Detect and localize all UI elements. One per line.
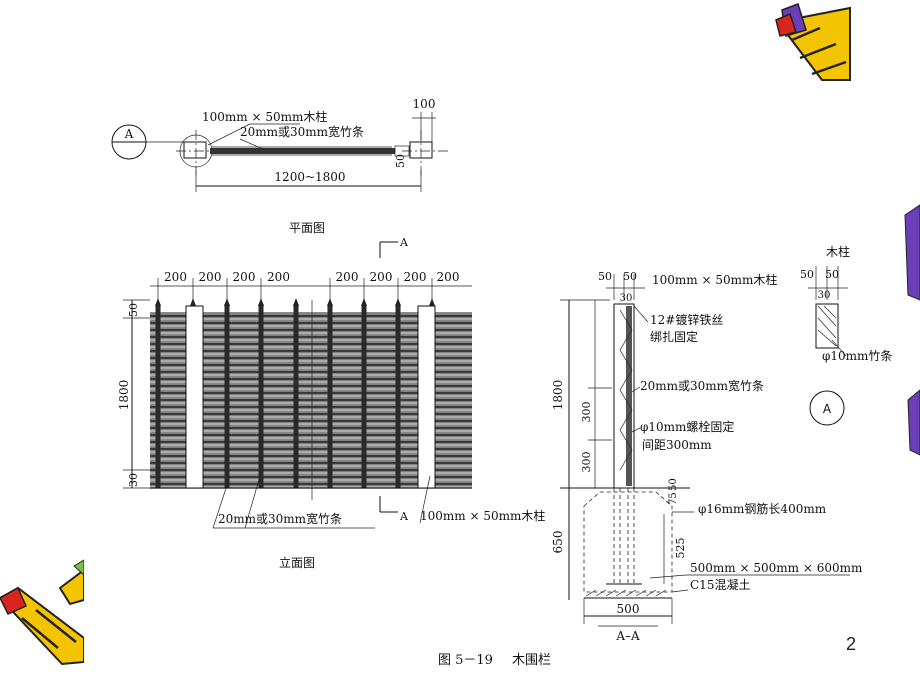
plan-side-dim: 50 [394, 154, 407, 168]
plan-top-dim: 100 [413, 97, 436, 111]
section-footing-callout-1: 500mm × 500mm × 600mm [690, 561, 863, 575]
section-spacing-dim-1: 300 [580, 402, 593, 423]
elevation-top-dim: 50 [127, 303, 140, 317]
figure-caption-number: 图 5－19 [438, 653, 493, 668]
vertical-bamboo-strip [327, 304, 333, 488]
detail-bamboo-callout: φ10mm竹条 [822, 349, 892, 363]
detail-title: 木柱 [826, 244, 850, 259]
post-detail-view: 木柱 50 50 30 φ10mm竹条 A [800, 244, 892, 426]
vertical-bamboo-strip [361, 304, 367, 488]
section-height-dim: 1800 [551, 380, 565, 411]
elevation-section-mark-bottom: A [399, 510, 409, 523]
strip-top [155, 298, 161, 306]
elevation-label: 立面图 [279, 555, 315, 570]
detail-dim-right: 50 [825, 268, 839, 281]
elevation-post-left [185, 305, 204, 489]
section-marker-letter: A [124, 127, 134, 141]
strip-top [190, 298, 196, 306]
section-strip-callout: 20mm或30mm宽竹条 [640, 378, 764, 393]
elevation-post-right [417, 305, 436, 489]
plan-post-callout: 100mm × 50mm木柱 [202, 109, 327, 124]
section-footing-outline [583, 491, 673, 593]
strip-top [361, 298, 367, 306]
plan-bamboo-strips [210, 148, 395, 154]
elevation-spacing-dim: 200 [336, 270, 359, 284]
elevation-spacing-dim: 200 [199, 270, 222, 284]
elevation-section-mark-top: A [399, 236, 409, 249]
plan-label: 平面图 [289, 221, 325, 235]
strip-top [293, 298, 299, 306]
elevation-spacing-dims: 200 200 200 200 200 200 200 200 [157, 270, 460, 300]
elevation-strip-callout: 20mm或30mm宽竹条 [218, 511, 342, 526]
section-rebar-callout: φ16mm钢筋长400mm [698, 501, 827, 516]
vertical-bamboo-strip [293, 304, 299, 488]
strip-top [327, 298, 333, 306]
image-mask [84, 555, 864, 690]
elevation-spacing-dim: 200 [267, 270, 290, 284]
vertical-bamboo-strip [155, 304, 161, 488]
vertical-bamboo-strip [224, 304, 230, 488]
elevation-spacing-dim: 200 [404, 270, 427, 284]
pencil-decoration-bottom-left [0, 559, 85, 666]
section-wire-callout-2: 绑扎固定 [650, 329, 698, 344]
detail-post-section [815, 303, 839, 349]
detail-dim-left: 50 [800, 268, 814, 281]
elevation-spacing-dim: 200 [233, 270, 256, 284]
elevation-bottom-dim: 30 [127, 473, 140, 487]
section-bamboo-strip [626, 306, 632, 486]
section-top-dim-left: 50 [598, 270, 612, 283]
plan-span-dim: 1200~1800 [274, 170, 345, 184]
section-top-inner-dim: 30 [620, 293, 633, 304]
section-rebar-dim-1: 75 [668, 492, 679, 505]
pencil-decoration-top-right [775, 3, 851, 81]
section-footing-depth-dim: 650 [551, 531, 565, 554]
section-post-callout: 100mm × 50mm木柱 [652, 272, 777, 287]
figure-caption: 图 5－19 木围栏 [438, 653, 551, 668]
pencil-decoration-right-edge [904, 204, 920, 456]
detail-marker-circle [809, 390, 845, 426]
elevation-spacing-dim: 200 [164, 270, 187, 284]
detail-marker: A [823, 402, 832, 416]
strip-top [395, 298, 401, 306]
section-view: 50 50 30 100mm × 50mm木柱 12#镀锌铁丝 绑扎固定 20m… [551, 270, 863, 643]
figure-caption-title: 木围栏 [512, 653, 551, 668]
section-rebar-dim-2: 50 [668, 478, 679, 491]
section-top-dim-right: 50 [623, 270, 637, 283]
section-wire-callout-1: 12#镀锌铁丝 [650, 313, 723, 327]
section-footing-callout-2: C15混凝土 [690, 577, 750, 592]
strip-top [258, 298, 264, 306]
strip-top [224, 298, 230, 306]
elevation-spacing-dim: 200 [437, 270, 460, 284]
section-bolt-callout-2: 间距300mm [642, 438, 712, 452]
section-spacing-dim-2: 300 [580, 452, 593, 473]
section-embed-dim: 525 [674, 538, 687, 559]
vertical-bamboo-strip [395, 304, 401, 488]
plan-post-left [183, 141, 207, 159]
slide-number: 2 [846, 634, 857, 654]
detail-inner-dim: 30 [818, 290, 831, 301]
elevation-post-callout: 100mm × 50mm木柱 [420, 508, 545, 523]
vertical-bamboo-strip [258, 304, 264, 488]
elevation-height-dim: 1800 [117, 380, 131, 411]
section-label: A–A [615, 629, 640, 643]
plan-view: A 100mm × 50mm木柱 20mm或30mm宽竹条 1200~1800 … [111, 97, 450, 235]
plan-strip-callout: 20mm或30mm宽竹条 [240, 124, 364, 139]
section-footing-width-dim: 500 [617, 602, 640, 616]
strip-top [429, 298, 435, 306]
elevation-spacing-dim: 200 [370, 270, 393, 284]
section-bolt-callout-1: φ10mm螺栓固定 [640, 419, 734, 434]
